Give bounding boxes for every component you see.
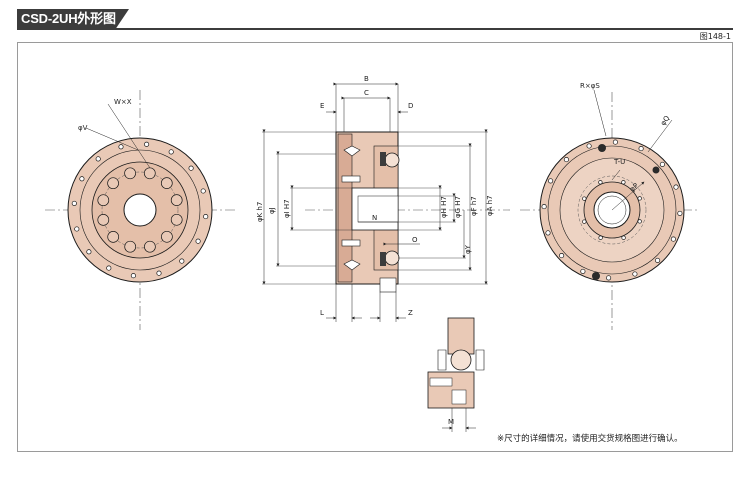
mounting-hole [548,178,554,184]
section-view: B C E D φK h7 φJ φI H7 φH H7 φG H7 φF [256,75,510,322]
mounting-hole [200,188,206,194]
label-o: O [412,236,418,244]
label-b: B [364,75,369,83]
mounting-hole [632,271,638,277]
mounting-hole [95,156,101,162]
bolt-hole [124,167,136,180]
label-a: φA h7 [486,195,494,216]
mounting-hole [86,249,92,255]
label-z: Z [408,309,413,317]
mounting-hole [545,230,551,236]
label-e: E [320,102,324,110]
mounting-hole [130,273,136,279]
bolt-hole [160,177,173,189]
left-bolt-holes [97,167,183,253]
mounting-hole [74,226,80,232]
tapped-hole [598,235,603,240]
mounting-hole [106,265,112,271]
label-d: D [408,102,413,110]
figure-number: 图148-1 [699,32,731,41]
header-band: CSD-2UH外形图 图148-1 [0,0,749,41]
label-t-u: T-U [613,158,625,166]
mounting-hole [79,176,85,182]
bolt-hole [107,177,119,190]
tapped-hole [621,235,626,240]
mounting-hole [559,253,565,259]
left-end-view: W×X φV [45,90,235,330]
mounting-hole [541,204,547,210]
mounting-hole [612,139,618,145]
footer-note: ※尺寸的详细情况，请使用交货规格图进行确认。 [497,434,683,444]
mounting-hole [670,236,676,242]
label-f: φF h7 [470,196,478,216]
mounting-hole [168,149,174,155]
bolt-hole [97,214,110,226]
mounting-hole [71,200,77,206]
tapped-hole [621,180,626,185]
mounting-hole [179,258,185,264]
bolt-hole [161,230,173,243]
label-p: φP [628,182,640,194]
label-n: N [372,214,377,222]
drawing-frame [17,42,733,452]
label-w-x: W×X [114,98,132,106]
bolt-hole [143,167,156,180]
mounting-hole [677,210,683,216]
bolt-hole [97,194,110,207]
tapped-hole [637,219,642,224]
tapped-hole [637,196,642,201]
tapped-hole [582,219,587,224]
lower-bearing [384,250,400,266]
label-c: C [364,89,369,97]
bolt-hole [170,194,183,206]
label-y: φY [464,244,472,254]
tapped-hole [582,196,587,201]
mounting-hole [586,143,592,149]
upper-bearing [384,152,400,168]
mounting-hole [673,184,679,190]
label-j: φJ [268,207,276,214]
bolt-hole [107,231,120,243]
bolt-hole [170,213,183,226]
mounting-hole [563,157,569,163]
label-i: φI H7 [283,199,291,218]
right-inner-holes [582,180,642,240]
label-m: M [448,418,454,426]
left-outer-holes [71,141,209,279]
mounting-hole [655,257,661,263]
mounting-hole [156,270,162,276]
label-g: φG H7 [454,196,462,218]
mounting-hole [638,146,644,152]
bolt-hole [124,240,137,253]
mounting-hole [580,268,586,274]
left-bore [123,193,157,227]
mounting-hole [659,161,665,167]
tapped-hole [598,180,603,185]
mounting-hole [195,238,201,244]
right-outer-holes [541,139,683,281]
mounting-hole [203,214,209,220]
mounting-hole [118,144,124,150]
bolt-hole [144,240,156,253]
label-h: φH H7 [440,196,448,218]
right-end-view: R×φS φQ T-U φP [520,82,700,330]
label-k: φK h7 [256,202,264,222]
mounting-hole [188,165,194,171]
detail-view: M [427,317,485,432]
label-q: φQ [659,114,672,127]
mounting-hole [606,275,612,281]
figure-title: CSD-2UH外形图 [17,9,129,29]
mounting-hole [144,141,150,147]
title-rule [17,28,733,30]
label-v: φV [78,124,88,132]
label-r-s: R×φS [580,82,600,90]
label-l: L [320,309,324,317]
